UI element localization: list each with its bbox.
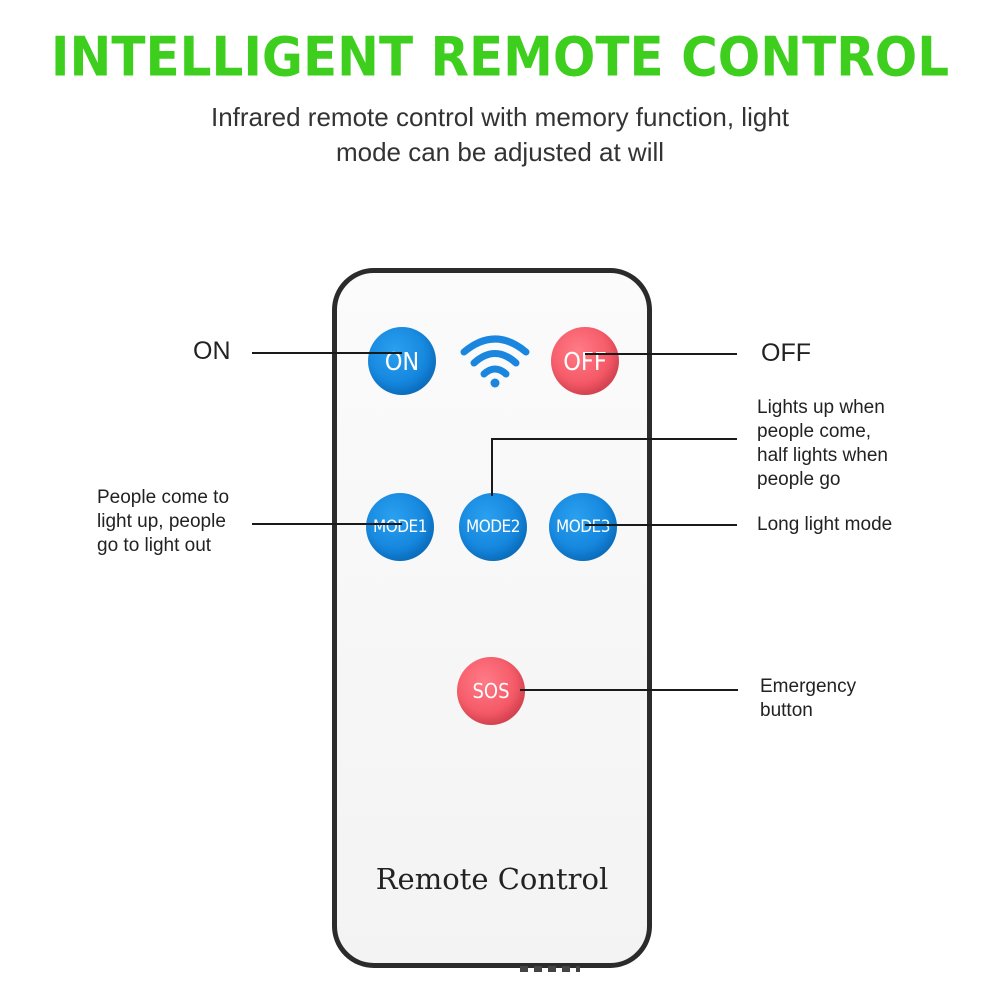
mode1-callout-line-1: People come to: [97, 487, 230, 508]
mode2-button-label: MODE2: [466, 517, 520, 537]
off-button-label: OFF: [563, 346, 607, 376]
sos-callout-line-2: button: [760, 700, 813, 721]
remote-label: Remote Control: [375, 862, 609, 896]
sos-callout-line-1: Emergency: [760, 676, 857, 697]
mode2-button[interactable]: MODE2: [459, 493, 527, 561]
sos-button-label: SOS: [472, 679, 510, 703]
mode1-callout-line-3: go to light out: [97, 535, 212, 556]
subtitle-line-1: Infrared remote control with memory func…: [210, 102, 790, 132]
on-button-label: ON: [384, 346, 420, 376]
mode1-button-label: MODE1: [373, 517, 427, 537]
sos-callout-line: [520, 689, 738, 691]
remote-bottom-ridges: [520, 966, 580, 972]
mode3-callout-line: [585, 524, 737, 526]
off-button[interactable]: OFF: [551, 327, 619, 395]
mode2-callout-line-vertical: [491, 438, 493, 496]
mode1-button[interactable]: MODE1: [366, 493, 434, 561]
on-callout-line: [252, 352, 402, 354]
mode2-callout-line-2: people come,: [757, 421, 872, 442]
sos-callout-text: Emergency button: [760, 675, 856, 723]
page-subtitle: Infrared remote control with memory func…: [0, 100, 1000, 170]
off-callout-text: OFF: [761, 339, 811, 367]
wifi-icon: [460, 335, 530, 388]
mode2-callout-line-3: half lights when: [757, 445, 888, 466]
mode1-callout-text: People come to light up, people go to li…: [97, 486, 229, 558]
off-callout-line: [585, 353, 737, 355]
on-callout-text: ON: [193, 337, 231, 365]
on-button[interactable]: ON: [368, 327, 436, 395]
mode2-callout-line-1: Lights up when: [757, 397, 885, 418]
mode2-callout-line-4: people go: [757, 469, 841, 490]
page-title: INTELLIGENT REMOTE CONTROL: [50, 25, 950, 89]
mode3-button-label: MODE3: [556, 517, 610, 537]
subtitle-line-2: mode can be adjusted at will: [335, 137, 665, 167]
mode1-callout-line-2: light up, people: [97, 511, 226, 532]
sos-button[interactable]: SOS: [457, 657, 525, 725]
mode2-callout-text: Lights up when people come, half lights …: [757, 396, 888, 492]
mode3-callout-text: Long light mode: [757, 514, 893, 535]
mode1-callout-line: [252, 523, 402, 525]
mode2-callout-line-horizontal: [491, 438, 737, 440]
mode3-button[interactable]: MODE3: [549, 493, 617, 561]
